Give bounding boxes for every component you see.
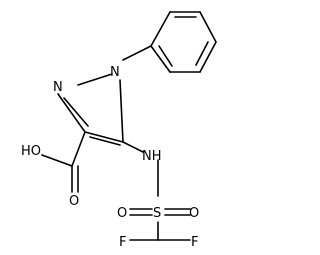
atom-label-n-pyrazole-2: N [110,65,120,80]
atom-label-o-right: O [189,206,199,221]
atom-label-o-carbonyl: O [69,194,79,209]
atom-label-o-left: O [117,206,127,221]
bond-c-oh [41,154,73,167]
bond-n1-phenyl [122,45,152,61]
atom-label-f-left: F [119,235,126,250]
atom-label-f-right: F [191,235,198,250]
bond-c4-carboxyl [71,131,86,167]
atom-label-s: S [153,206,161,221]
bond-c5-nh [122,141,144,153]
atom-label-nh: NH [142,149,162,164]
chemical-structure-diagram: N N NH S O O F F HO O [21,11,217,250]
atom-label-n-pyrazole-1: N [53,80,63,95]
pyrazole-ring [57,73,124,146]
phenyl-ring [150,11,217,73]
atom-label-ho: HO [21,144,41,159]
